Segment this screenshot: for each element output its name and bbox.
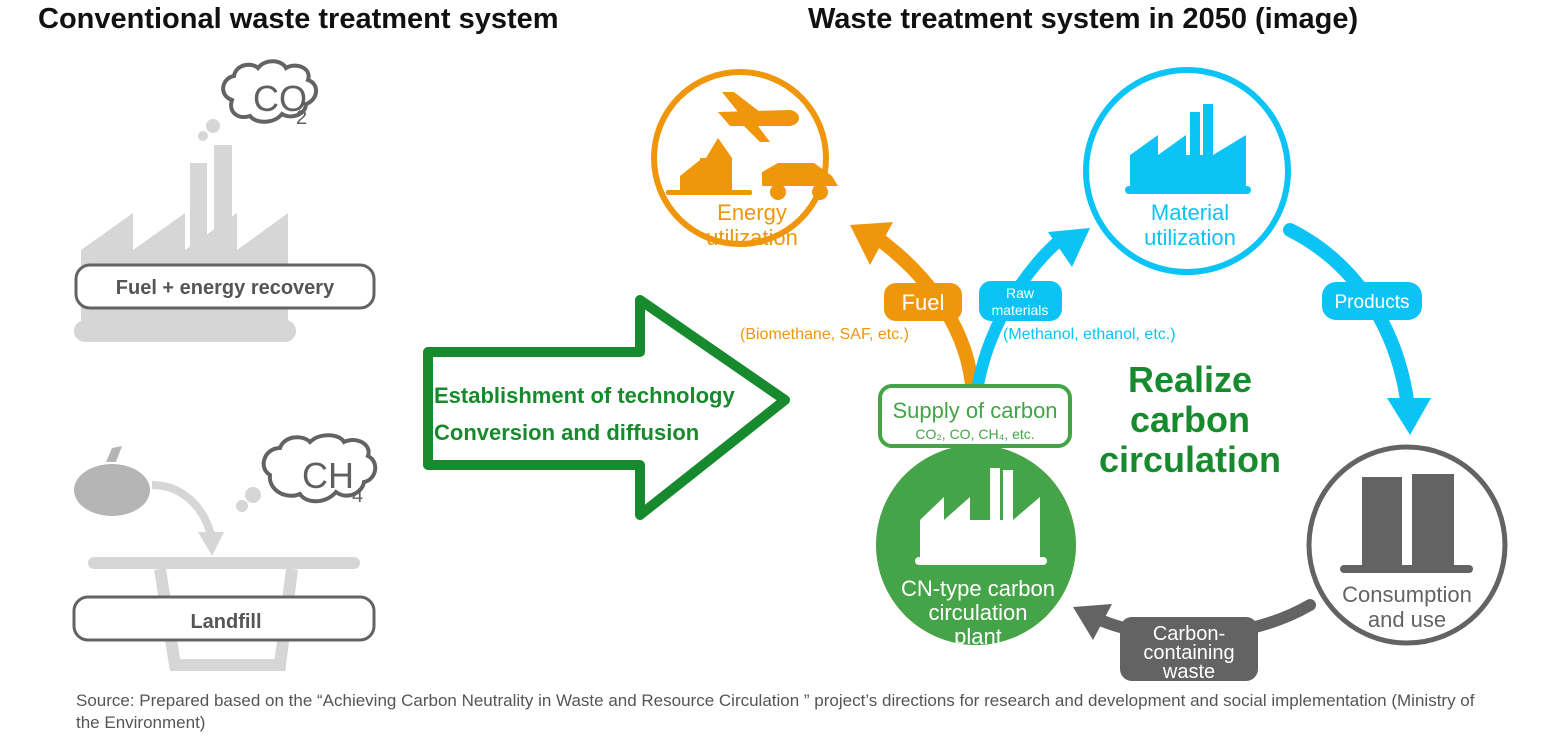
energy-line-2: utilization (706, 225, 798, 250)
svg-text:waste: waste (1162, 661, 1215, 683)
supply-of-carbon-box: Supply of carbon CO₂, CO, CH₄, etc. (878, 384, 1072, 448)
consumption-line-2: and use (1368, 607, 1446, 632)
airplane-icon (718, 92, 799, 142)
ch4-text: CH (302, 455, 354, 496)
products-flow-arrow (1283, 223, 1431, 435)
svg-text:containing: containing (1143, 642, 1234, 664)
factory-icon-gray (74, 145, 296, 342)
supply-title: Supply of carbon (892, 398, 1057, 423)
plant-line-2: circulation (928, 600, 1027, 625)
products-pill: Products (1322, 282, 1422, 320)
transition-line-2: Conversion and diffusion (434, 420, 699, 445)
plant-line-1: CN-type carbon (901, 576, 1055, 601)
energy-utilization-node: Energy utilization (651, 69, 838, 250)
label-landfill: Landfill (72, 595, 376, 642)
drop-arrow (151, 481, 216, 541)
svg-text:Landfill: Landfill (190, 611, 261, 633)
transition-arrow: Establishment of technology Conversion a… (423, 295, 790, 520)
material-line-2: utilization (1144, 225, 1236, 250)
realize-carbon-circulation: Realize carbon circulation (1099, 359, 1281, 480)
smoke-puffs (198, 119, 220, 141)
co2-text: CO (253, 78, 307, 119)
svg-text:Fuel: Fuel (902, 290, 945, 315)
svg-text:circulation: circulation (1099, 439, 1281, 480)
car-icon (762, 163, 838, 200)
ch4-cloud-icon: CH 4 (261, 433, 378, 507)
co2-subscript: 2 (296, 107, 307, 129)
svg-text:materials: materials (992, 302, 1049, 318)
consumption-node: Consumption and use (1306, 444, 1508, 646)
raw-materials-pill: Raw materials (979, 281, 1062, 321)
energy-line-1: Energy (717, 200, 787, 225)
svg-text:Products: Products (1335, 292, 1410, 313)
fuel-note: (Biomethane, SAF, etc.) (740, 326, 909, 343)
material-utilization-node: Material utilization (1083, 67, 1291, 275)
co2-cloud-icon: CO 2 (221, 59, 318, 129)
fuel-pill: Fuel (884, 283, 962, 321)
plant-line-3: plant (954, 624, 1002, 649)
raw-materials-note: (Methanol, ethanol, etc.) (1003, 326, 1176, 343)
garbage-bag-icon (74, 446, 150, 516)
supply-subtitle: CO₂, CO, CH₄, etc. (915, 426, 1034, 442)
source-note: Source: Prepared based on the “Achieving… (76, 691, 1475, 732)
svg-text:Carbon-: Carbon- (1153, 623, 1225, 645)
factory-icon-white (915, 468, 1047, 565)
cn-plant-node: CN-type carbon circulation plant (876, 445, 1076, 649)
carbon-waste-pill: Carbon- containing waste (1120, 617, 1258, 683)
ch4-subscript: 4 (352, 485, 363, 507)
svg-text:Realize: Realize (1128, 359, 1252, 400)
factory-icon-cyan (1125, 104, 1251, 194)
svg-text:carbon: carbon (1130, 399, 1250, 440)
title-conventional: Conventional waste treatment system (38, 3, 559, 35)
consumption-line-1: Consumption (1342, 582, 1472, 607)
title-2050: Waste treatment system in 2050 (image) (808, 3, 1358, 35)
material-line-1: Material (1151, 200, 1229, 225)
transition-line-1: Establishment of technology (434, 383, 735, 408)
smoke-puffs-landfill (236, 487, 261, 512)
drop-arrow-head (198, 532, 224, 556)
buildings-icon (1340, 474, 1473, 573)
svg-text:Fuel + energy recovery: Fuel + energy recovery (116, 277, 335, 299)
house-icon (666, 138, 752, 195)
svg-text:Raw: Raw (1006, 285, 1035, 301)
label-fuel-energy-recovery: Fuel + energy recovery (74, 263, 376, 310)
